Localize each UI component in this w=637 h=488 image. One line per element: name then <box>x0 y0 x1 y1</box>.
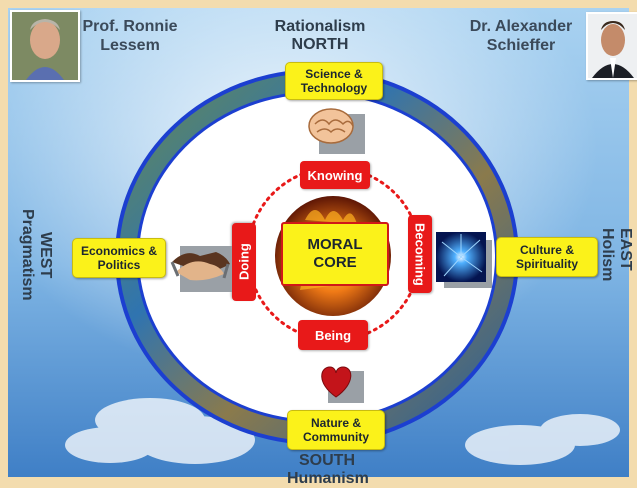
doing-tab: Doing <box>232 223 256 301</box>
knowing-tab: Knowing <box>300 161 370 189</box>
east-label: EAST Holism <box>599 228 634 282</box>
being-tab: Being <box>298 320 368 350</box>
moral-core-label: MORAL CORE <box>307 236 363 271</box>
diagram-canvas: Prof. Ronnie Lessem Dr. Alexander Schief… <box>8 8 637 487</box>
culture-spirituality-box: Culture & Spirituality <box>496 237 598 277</box>
handshake-icon <box>170 232 232 292</box>
portrait-photo <box>10 10 80 82</box>
portrait-photo <box>586 12 637 80</box>
science-technology-box: Science & Technology <box>285 62 383 100</box>
author-name-right: Dr. Alexander Schieffer <box>469 18 573 54</box>
brain-icon <box>305 104 365 154</box>
author-name-left: Prof. Ronnie Lessem <box>82 18 178 54</box>
nature-community-box: Nature & Community <box>287 410 385 450</box>
becoming-tab: Becoming <box>408 215 432 293</box>
moral-core: MORAL CORE <box>281 222 389 286</box>
heart-icon <box>318 363 364 403</box>
west-label: WEST Pragmatism <box>19 209 54 301</box>
north-label: Rationalism NORTH <box>274 18 366 53</box>
south-label: SOUTH Humanism <box>287 452 369 487</box>
plasma-ball-icon <box>436 232 492 288</box>
economics-politics-box: Economics & Politics <box>72 238 166 278</box>
